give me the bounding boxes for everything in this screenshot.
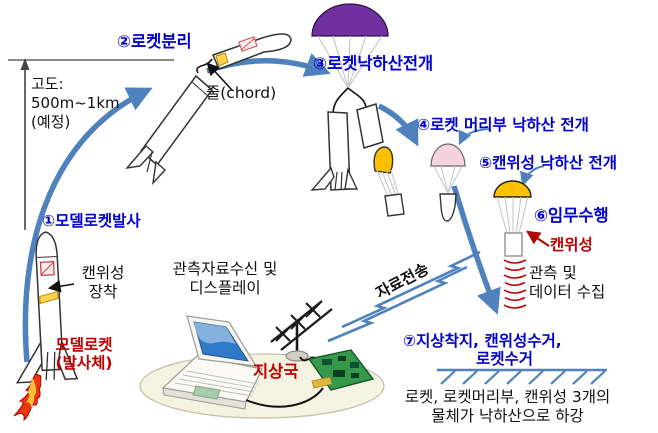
chord-line xyxy=(196,58,213,74)
altitude-axis xyxy=(8,58,174,230)
label-observation: 관측 및 데이터 수집 xyxy=(529,264,605,302)
signal-waves-icon xyxy=(503,259,527,309)
label-step3: ③로켓낙하산전개 xyxy=(313,54,434,73)
label-receive-display: 관측자료수신 및 디스플레이 xyxy=(156,260,294,298)
label-cansat-mount: 캔위성 장착 xyxy=(70,264,136,302)
cansat-can xyxy=(504,232,523,257)
cansat-parachute-icon xyxy=(493,180,532,257)
axis-arrowhead-icon xyxy=(20,58,30,70)
laptop-icon xyxy=(161,315,263,410)
label-descent-note: 로켓, 로켓머리부, 캔위성 3개의 물체가 낙하산으로 하강 xyxy=(385,388,630,426)
label-step6: ⑥임무수행 xyxy=(534,206,609,225)
altitude-line3: (예정) xyxy=(31,113,71,131)
rocket-parachute-icon xyxy=(310,3,389,191)
laptop-touchpad xyxy=(192,385,221,400)
nose-parachute-icon xyxy=(430,143,466,222)
label-step4: ④로켓 머리부 낙하산 전개 xyxy=(417,116,589,134)
descent-note-line2: 물체가 낙하산으로 하강 xyxy=(431,407,584,425)
label-ground-station: 지상국 xyxy=(253,362,299,381)
label-step2: ②로켓분리 xyxy=(117,32,192,51)
label-step1: ①모델로켓발사 xyxy=(42,212,141,230)
antenna-icon xyxy=(270,300,333,362)
launch-rocket-icon xyxy=(15,231,79,384)
label-altitude: 고도: 500m~1km (예정) xyxy=(31,75,120,132)
receive-display-line2: 디스플레이 xyxy=(189,279,261,297)
rocket-flame-icon xyxy=(13,373,42,422)
model-rocket-line1: 모델로켓 xyxy=(55,336,113,354)
observation-line2: 데이터 수집 xyxy=(529,283,606,301)
trajectory-arrows xyxy=(22,53,545,363)
label-chord: 줄(chord) xyxy=(206,84,277,102)
nosecone-cansat-deploy-icon xyxy=(373,146,405,217)
model-rocket-line2: (발사체) xyxy=(55,354,113,372)
label-step7-line1: ⑦지상착지, 캔위성수거, xyxy=(403,332,562,350)
cansat-pointer-arrow xyxy=(526,230,550,247)
radio-bolts-icon xyxy=(327,250,481,343)
receive-display-line1: 관측자료수신 및 xyxy=(172,260,278,278)
label-step7-line2: 로켓수거 xyxy=(476,350,534,368)
label-step5: ⑤캔위성 낙하산 전개 xyxy=(479,154,617,172)
cansat-mount-line2: 장착 xyxy=(88,283,118,301)
altitude-line1: 고도: xyxy=(31,75,64,93)
descent-arrow-2 xyxy=(451,185,501,315)
mount-pointer-arrow xyxy=(47,279,75,293)
label-cansat: 캔위성 xyxy=(550,236,593,254)
descent-arrow-1 xyxy=(377,103,419,147)
label-model-rocket: 모델로켓 (발사체) xyxy=(45,336,123,372)
laptop-cable xyxy=(245,387,324,408)
descent-note-line1: 로켓, 로켓머리부, 캔위성 3개의 xyxy=(404,388,611,406)
altitude-line2: 500m~1km xyxy=(31,94,120,112)
launch-arc-arrow xyxy=(22,87,153,363)
separated-rocket-body-icon xyxy=(125,74,214,186)
chord-pointer-arrow xyxy=(206,62,233,91)
observation-line1: 관측 및 xyxy=(529,264,577,282)
cansat-mount-line1: 캔위성 xyxy=(81,264,125,282)
ground-surface-icon xyxy=(437,368,607,385)
circuit-board-icon xyxy=(307,349,375,391)
label5-pointer-arrow xyxy=(520,165,545,187)
label4-pointer-arrow xyxy=(458,128,491,146)
